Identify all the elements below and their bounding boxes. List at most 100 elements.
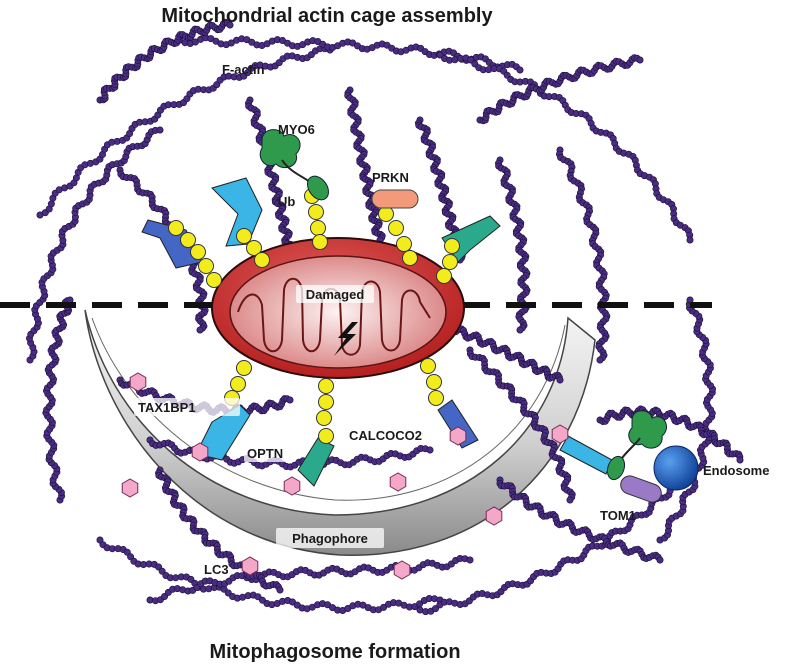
actin-filament [466,346,576,504]
ubiquitin-bead [254,252,270,268]
lc3-hexagon [551,424,569,444]
label-myo6: MYO6 [278,122,315,137]
ubiquitin-bead [230,376,246,392]
label-f-actin: F-actin [222,62,265,77]
label-tax1bp1-bg [134,398,240,416]
ubiquitin-bead [180,232,196,248]
actin-bead [736,456,744,464]
lc3-hexagon [393,560,411,580]
lightning-icon [334,322,358,356]
actin-bead [466,556,474,564]
label-calcoco2: CALCOCO2 [349,428,422,443]
label-damaged-bg [296,285,374,303]
tom1-protein [620,475,662,503]
receptor-blue-endosome [559,435,613,475]
label-prkn: PRKN [372,170,409,185]
ubiquitin-bead [442,254,458,270]
actin-filament [436,51,694,244]
receptor-navy-top-left [141,219,203,269]
label-tax1bp1: TAX1BP1 [138,400,196,415]
ubiquitin-bead [444,238,460,254]
ubiquitin-bead [378,206,394,222]
label-endosome: Endosome [703,463,769,478]
ubiquitin-bead [206,272,222,288]
ubiquitin-bead [436,268,452,284]
actin-filament [476,54,644,125]
ubiquitin-bead [316,410,332,426]
actin-bead [516,326,524,334]
actin-bead [286,396,294,404]
ubiquitin-bead [312,234,328,250]
actin-filament [25,126,164,364]
actin-filament [96,536,444,614]
receptor-teal-lower-mid [297,437,335,487]
actin-bead [426,446,434,454]
lc3-hexagon [191,442,209,462]
actin-filament [42,296,74,504]
label-calcoco2-bg [346,426,438,444]
ubiquitin-bead [388,220,404,236]
ubiquitin-bead [168,220,184,236]
diagram-title: Mitochondrial actin cage assembly [161,5,493,27]
actin-bead [196,326,204,334]
lc3-hexagon [449,426,467,446]
ubiquitin-bead [318,378,334,394]
actin-bead [566,496,574,504]
myo6-motor [259,129,329,201]
label-phagophore: Phagophore [292,531,368,546]
damaged-mitochondrion [211,237,465,379]
label-phagophore-bg [276,528,384,548]
ubiquitin-bead [318,394,334,410]
prkn-protein [371,189,419,209]
ubiquitin-bead [198,258,214,274]
actin-bead [686,236,694,244]
ubiquitin-bead [246,240,262,256]
ubiquitin-bead [396,236,412,252]
phagophore-membrane [84,309,596,556]
lc3-hexagon [485,506,503,526]
diagram-footer-title: Mitophagosome formation [209,641,460,663]
label-ub: Ub [278,194,295,209]
actin-filament [344,86,386,244]
lc3-hexagon [121,478,139,498]
ubiquitin-bead [402,250,418,266]
lc3-hexagon [283,476,301,496]
label-lc3: LC3 [204,562,229,577]
actin-filament [496,476,664,564]
endosome-vesicle [653,445,699,491]
actin-bead [156,126,164,134]
actin-bead [436,51,444,59]
actin-bead [656,556,664,564]
ubiquitin-bead [420,358,436,374]
ubiquitin-bead [236,360,252,376]
actin-filament [96,18,234,104]
endosome-cluster [559,410,699,503]
actin-bead [556,376,564,384]
actin-filament [494,156,531,334]
ubiquitin-chains [168,188,460,444]
label-optn: OPTN [247,446,283,461]
ubiquitin-bead [308,204,324,220]
ubiquitin-bead [426,374,442,390]
label-optn-bg [244,444,296,462]
actin-bead [636,56,644,64]
lc3-hexagon [129,372,147,392]
ubiquitin-bead [236,228,252,244]
ubiquitin-bead [310,220,326,236]
label-damaged: Damaged [306,287,365,302]
actin-bead [596,356,604,364]
ubiquitin-bead [318,428,334,444]
ubiquitin-bead [190,244,206,260]
lc3-proteins [121,372,569,580]
actin-filament [146,554,474,605]
lc3-hexagon [389,472,407,492]
actin-bead [47,200,55,208]
lc3-hexagon [241,556,259,576]
actin-bead [516,66,524,74]
actin-bead [226,21,234,29]
actin-filament [36,45,334,219]
actin-bead [380,603,388,611]
ubiquitin-bead [428,390,444,406]
